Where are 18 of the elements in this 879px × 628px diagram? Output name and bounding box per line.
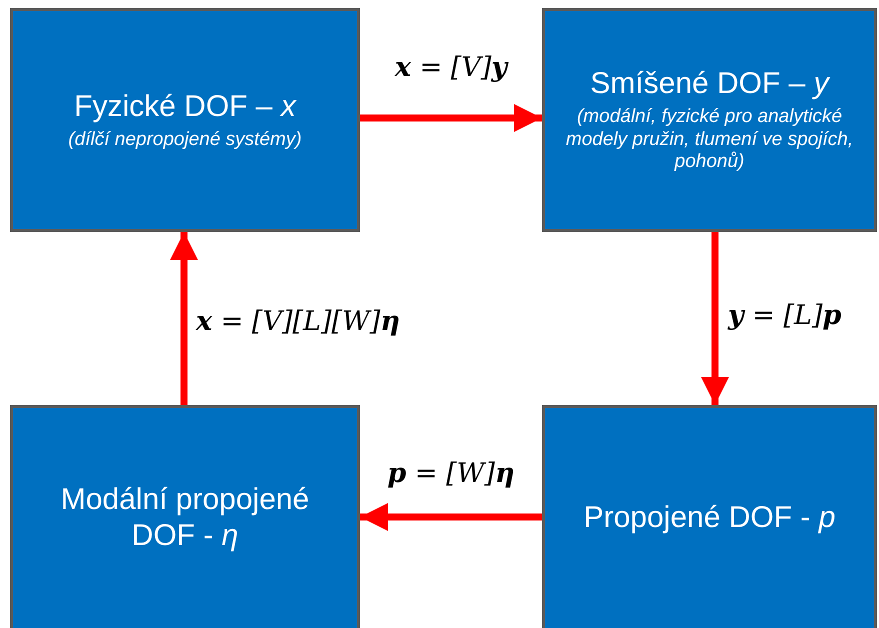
box-description: (dílčí nepropojené systémy) [68,128,302,152]
arrow [360,503,542,531]
process-box [10,405,360,628]
process-box [10,8,360,232]
edge-label: x = [V][L][W]η [196,306,401,337]
edge-label: x = [V]y [394,52,510,83]
box-heading: Smíšené DOF – y [590,66,829,102]
edge-label: y = [L]p [728,300,842,331]
box-heading: Propojené DOF - p [584,500,836,536]
box-heading: Modální propojené DOF - η [60,482,310,554]
box-description: (modální, fyzické pro analytické modely pružin, tlumení ve spojích, pohonů) [564,106,854,174]
process-box [542,405,877,628]
arrow [701,232,729,405]
arrow [360,104,542,132]
arrow [170,232,198,405]
process-box [542,8,877,232]
edge-label: p = [W]η [386,458,516,489]
box-heading: Fyzické DOF – x [74,88,296,125]
